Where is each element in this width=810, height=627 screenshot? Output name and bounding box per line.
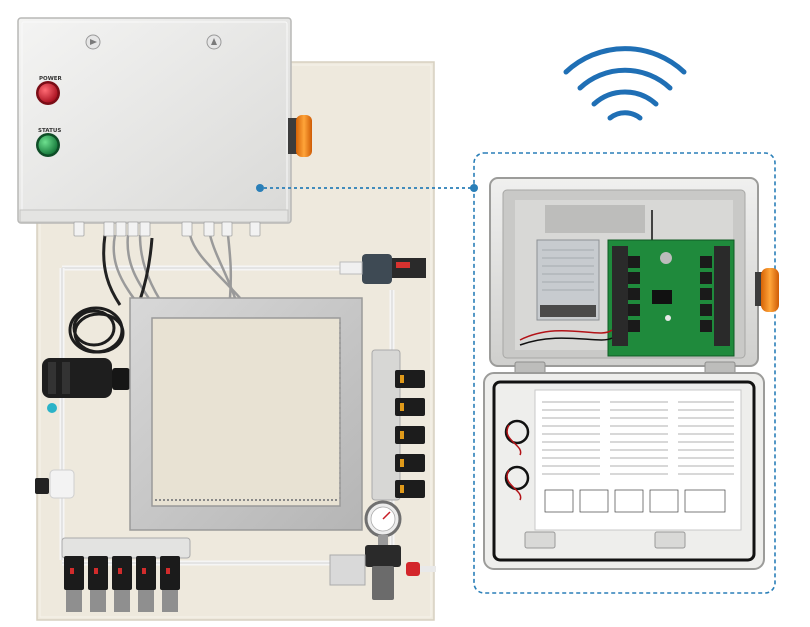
- lid-screw-left-icon: [85, 34, 101, 50]
- open-enclosure: [483, 177, 779, 570]
- controller-board: [607, 239, 735, 357]
- left-check-valve: [35, 478, 49, 494]
- power-supply-unit: [536, 239, 600, 321]
- enclosure-beacon-icon: [755, 268, 779, 312]
- coiled-hose: [68, 306, 125, 354]
- control-box: POWER STATUS: [17, 17, 312, 237]
- wiring-diagram-sheet: [534, 389, 742, 531]
- pump-motor: [42, 358, 130, 413]
- lid-cable-coils: [504, 419, 530, 491]
- status-label: STATUS: [38, 128, 61, 134]
- pressure-gauge-icon: [364, 500, 402, 545]
- pressure-regulator: [339, 254, 426, 284]
- power-button-icon[interactable]: [38, 83, 58, 103]
- solenoid-valve-stack-right: [371, 349, 425, 501]
- filter-regulator: [329, 545, 436, 600]
- steel-frame: [129, 297, 363, 531]
- lid-screw-right-icon: [206, 34, 222, 50]
- solenoid-manifold-bottom: [61, 537, 191, 612]
- black-cable: [102, 234, 122, 306]
- power-label: POWER: [39, 76, 63, 82]
- control-cables: [112, 234, 241, 301]
- wifi-icon: [563, 46, 687, 121]
- beacon-light-icon: [288, 115, 312, 157]
- status-button-icon[interactable]: [38, 135, 58, 155]
- callout-frame: [473, 152, 776, 594]
